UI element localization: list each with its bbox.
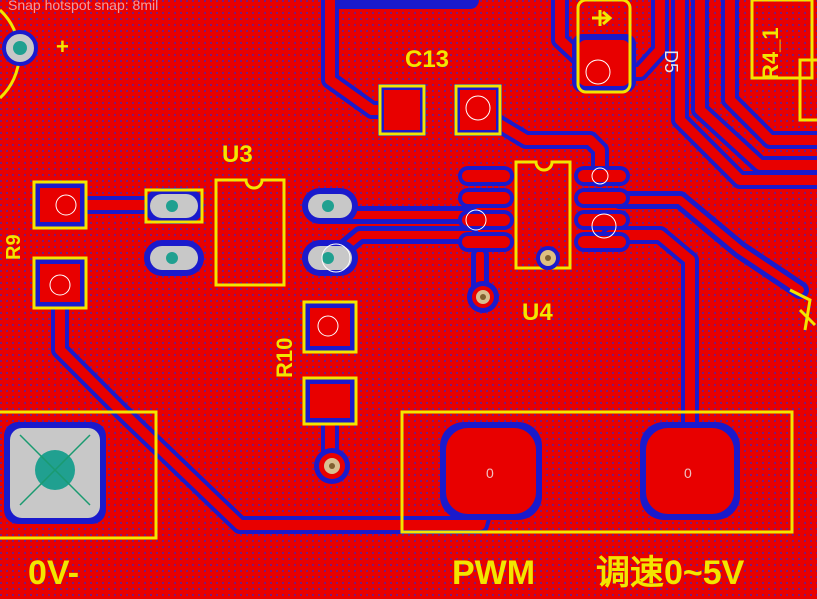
- u3-pin-right-1-hole: [322, 200, 334, 212]
- r10-pad-1-marker: [317, 315, 339, 337]
- snap-info-text: Snap hotspot snap: 8mil: [8, 0, 158, 13]
- c13-label: C13: [405, 46, 449, 73]
- pwm-pad-net-label: 0: [486, 465, 494, 481]
- r9-pad-1: [40, 188, 80, 222]
- r10-pad-1: [310, 308, 350, 346]
- u3-pin-left-2-hole: [166, 252, 178, 264]
- pwm-connector-outline: [400, 410, 794, 534]
- c13-pad-1-outline: [378, 84, 426, 136]
- r10-pad-2-outline: [302, 376, 358, 426]
- r9-pad-2-outline: [32, 256, 88, 310]
- via-1-hole: [480, 294, 486, 300]
- polarized-cap-hole: [13, 41, 27, 55]
- r10-label: R10: [272, 338, 297, 378]
- u4-label: U4: [522, 299, 553, 326]
- edge-silk-fragment: [789, 288, 817, 331]
- ov-label: 0V-: [28, 554, 79, 592]
- u3-label: U3: [222, 141, 253, 168]
- speed-pad-net-label: 0: [684, 465, 692, 481]
- ov-connector-outline: [0, 410, 158, 540]
- u4-via-hole: [545, 255, 551, 261]
- u3-pin-left-1-hole: [166, 200, 178, 212]
- r9-label: R9: [3, 234, 25, 260]
- via-2-hole: [329, 463, 335, 469]
- d5-body-outline: [576, 0, 632, 94]
- pwm-label: PWM: [452, 554, 535, 592]
- u3-pin-right-2-hole: [322, 252, 334, 264]
- d5-diode-symbol: [592, 10, 613, 26]
- c13-pad-2-outline: [454, 84, 502, 136]
- speed-pad: [646, 428, 734, 514]
- ov-pad-cross: [19, 434, 91, 506]
- c13-pad-1: [384, 90, 420, 130]
- r9-pad-1-outline: [32, 180, 88, 230]
- r4-pad-outline: [798, 58, 817, 122]
- polarity-plus-label: +: [56, 34, 69, 59]
- u3-body-outline: [214, 178, 286, 287]
- r10-pad-1-outline: [302, 300, 358, 354]
- r10-pad-2: [310, 384, 350, 418]
- d5-pad-marker: [585, 59, 611, 85]
- speed-label: 调速0~5V: [596, 554, 745, 592]
- r9-pad-2-marker: [49, 274, 71, 296]
- r9-pad-2: [40, 264, 80, 302]
- d5-label: D5: [661, 50, 681, 73]
- u4-left-pads: [458, 166, 514, 252]
- r4-outline: [750, 0, 814, 80]
- d5-pad: [578, 40, 630, 86]
- c13-pad-2-marker: [465, 95, 491, 121]
- r4-label: R4_1: [758, 27, 783, 80]
- u4-body-outline: [514, 160, 572, 270]
- u4-right-pads: [574, 166, 630, 252]
- u3-pin-left-1-outline: [144, 188, 204, 224]
- u3-pin-right-2-marker: [321, 243, 351, 273]
- r9-pad-1-marker: [55, 194, 77, 216]
- pwm-pad: [446, 428, 536, 514]
